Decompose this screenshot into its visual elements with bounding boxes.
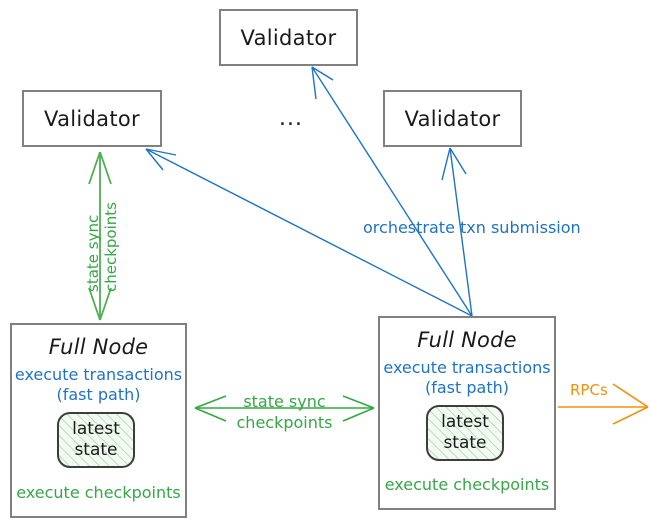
validators-ellipsis: ... [279, 106, 303, 131]
validator-box-top[interactable]: Validator [219, 9, 358, 66]
horizontal-state-sync-line1: state sync [243, 392, 326, 411]
vertical-state-sync-label-line1: state sync [84, 214, 102, 292]
full-node-box-right[interactable]: Full Node execute transactions (fast pat… [378, 316, 556, 510]
full-node-left-latest-state-line2: state [74, 440, 118, 460]
full-node-right-exec-txn-line1: execute transactions [383, 358, 551, 377]
full-node-left-latest-state-pill[interactable]: latest state [57, 412, 135, 468]
full-node-left-execute-checkpoints: execute checkpoints [16, 483, 181, 502]
rpcs-label: RPCs [570, 381, 608, 399]
validator-box-right[interactable]: Validator [383, 90, 522, 147]
full-node-left-title: Full Node [48, 335, 149, 359]
full-node-box-left[interactable]: Full Node execute transactions (fast pat… [10, 323, 187, 518]
vertical-state-sync-label-line2: checkpoints [102, 202, 120, 292]
full-node-left-execute-transactions: execute transactions (fast path) [12, 365, 185, 405]
full-node-right-execute-transactions: execute transactions (fast path) [380, 358, 554, 398]
full-node-right-exec-txn-line2: (fast path) [425, 378, 509, 397]
validator-left-label: Validator [44, 106, 140, 131]
validator-top-label: Validator [240, 25, 337, 50]
full-node-left-latest-state-line1: latest [72, 418, 120, 439]
orchestrate-txn-submission-label: orchestrate txn submission [363, 218, 581, 237]
horizontal-state-sync-label: state sync checkpoints [222, 392, 347, 434]
full-node-right-execute-checkpoints: execute checkpoints [384, 475, 550, 494]
full-node-right-title: Full Node [417, 328, 517, 352]
validator-right-label: Validator [404, 106, 501, 131]
full-node-left-exec-txn-line2: (fast path) [56, 385, 141, 404]
full-node-left-exec-txn-line1: execute transactions [14, 365, 183, 384]
full-node-right-latest-state-pill[interactable]: latest state [426, 405, 504, 461]
full-node-right-latest-state-line1: latest [441, 411, 489, 432]
horizontal-state-sync-line2: checkpoints [236, 412, 333, 432]
full-node-right-latest-state-line2: state [443, 433, 487, 453]
validator-box-left[interactable]: Validator [22, 90, 162, 147]
